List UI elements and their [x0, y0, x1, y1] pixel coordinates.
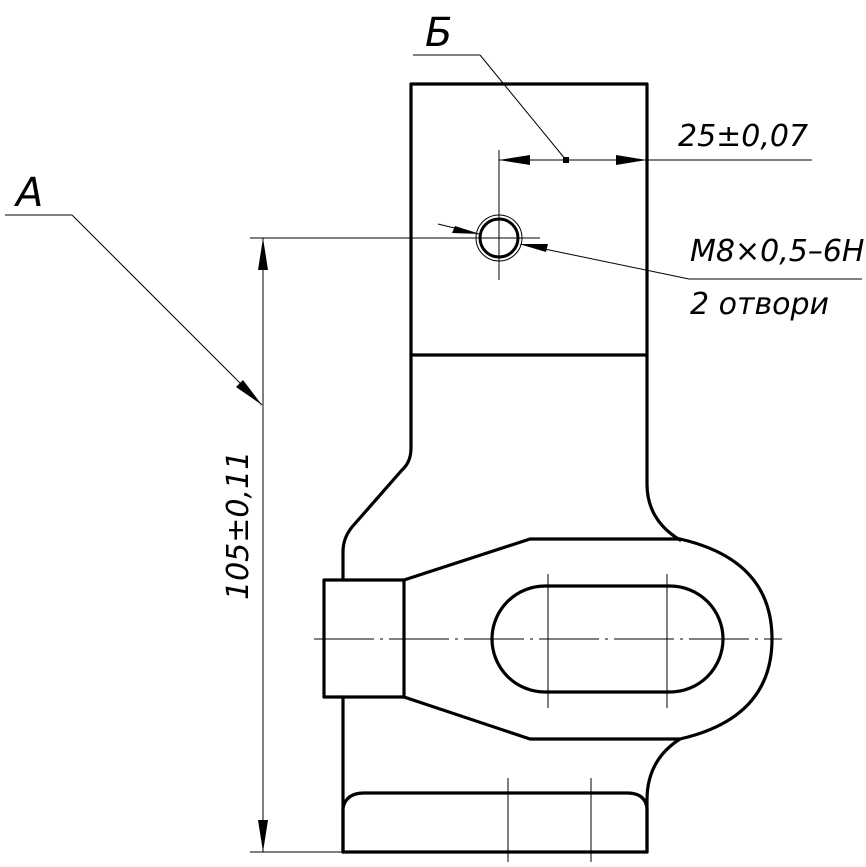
arrow-icon — [452, 226, 480, 234]
arrow-icon — [519, 244, 548, 252]
bottom-slot — [341, 791, 649, 854]
arrow-icon — [499, 155, 530, 165]
dim-width-label: 25±0,07 — [678, 119, 808, 154]
arrow-icon — [616, 155, 647, 165]
thread-spec-label: M8×0,5–6H — [690, 234, 864, 269]
upper-block — [409, 82, 649, 357]
dim-height: 105±0,11 — [221, 237, 499, 853]
hole-count-label: 2 отвори — [690, 287, 829, 322]
boss-square — [322, 578, 406, 699]
arrow-icon — [258, 820, 268, 852]
view-b-label: Б — [425, 10, 452, 56]
part-outline — [341, 82, 682, 854]
dim-width: 25±0,07 — [499, 119, 812, 165]
view-a-label: A — [13, 170, 43, 216]
thread-callout: M8×0,5–6H 2 отвори — [437, 223, 864, 322]
body-right-contour — [645, 353, 682, 542]
arrow-icon — [258, 238, 268, 270]
body-left-contour — [341, 353, 413, 582]
body-right-contour-lower — [645, 737, 682, 854]
view-b-mark: Б — [413, 10, 567, 161]
dim-height-label: 105±0,11 — [221, 451, 256, 600]
view-a-mark: A — [5, 170, 263, 406]
arrow-icon — [236, 380, 262, 405]
